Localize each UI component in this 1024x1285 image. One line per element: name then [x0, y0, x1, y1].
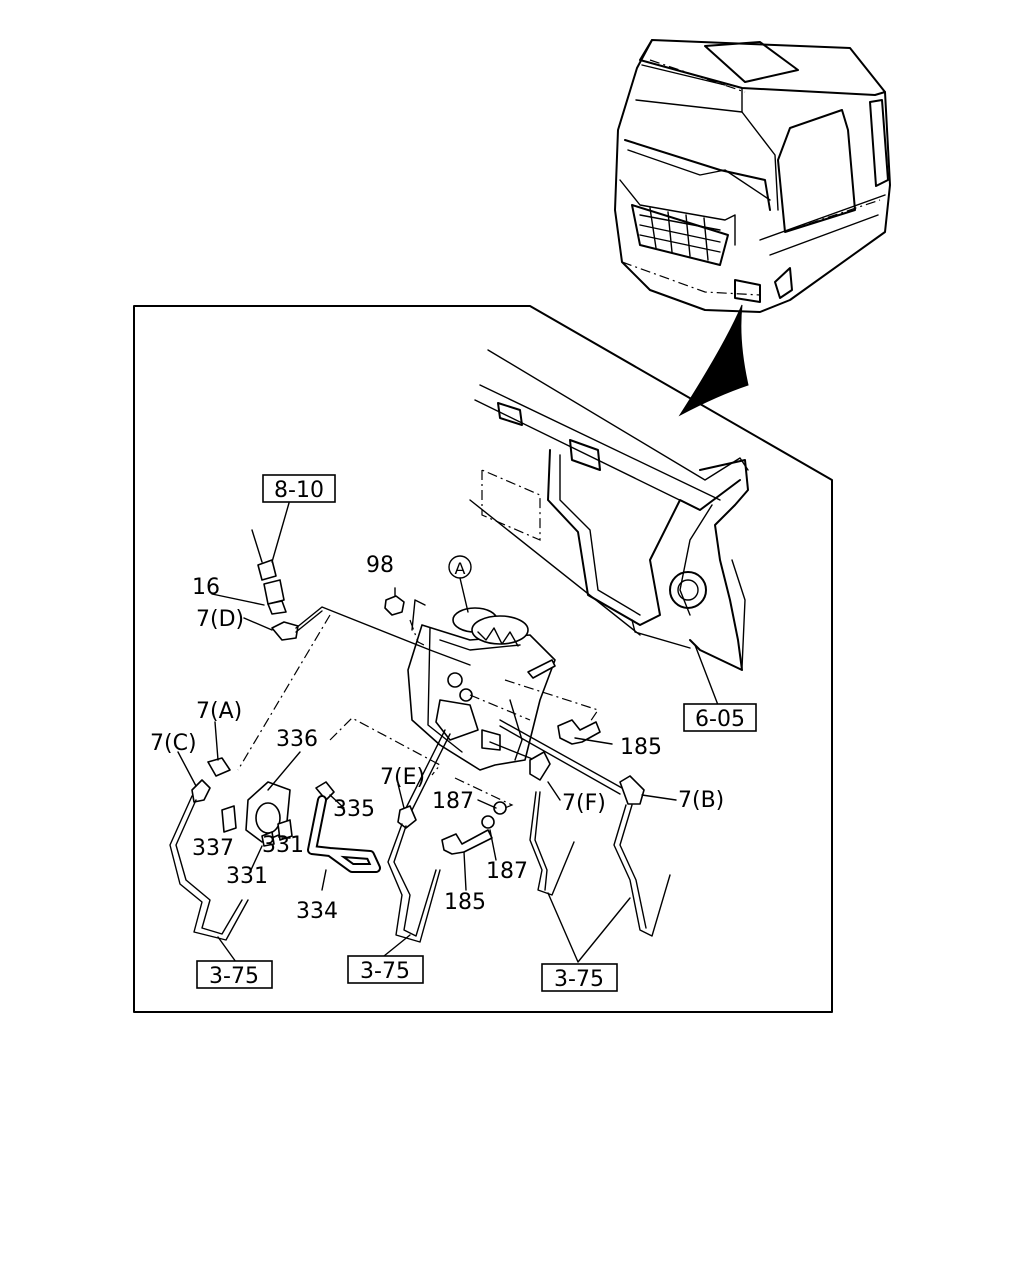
leader-16	[211, 593, 265, 606]
truck-cab-illustration	[614, 39, 891, 313]
washer-187-b	[493, 801, 507, 815]
callout-7b: 7(B)	[678, 788, 724, 813]
callout-98: 98	[366, 553, 394, 578]
callout-7c: 7(C)	[150, 731, 197, 756]
ref-box-8-10	[262, 474, 336, 503]
ref-3-75-a: 3-75	[209, 964, 259, 989]
ref-3-75-c: 3-75	[554, 967, 604, 992]
ref-3-75-b: 3-75	[360, 959, 410, 984]
ref-box-3-75-a	[196, 960, 273, 989]
callout-187-lower: 187	[486, 859, 528, 884]
ref-6-05: 6-05	[695, 707, 745, 732]
view-direction-arrow	[678, 304, 749, 417]
callout-185-upper: 185	[620, 735, 662, 760]
callout-335: 335	[333, 797, 375, 822]
callout-a: A	[455, 559, 466, 578]
detail-frame	[133, 305, 833, 1013]
nut-98	[384, 595, 405, 616]
part-337	[221, 805, 237, 833]
ref-box-6-05	[683, 703, 757, 732]
callout-7a: 7(A)	[196, 699, 242, 724]
hose-334	[307, 795, 381, 873]
callout-187-upper: 187	[432, 789, 474, 814]
leader-8-10	[271, 502, 290, 563]
callout-7e: 7(E)	[380, 765, 425, 790]
ref-box-3-75-c	[541, 963, 618, 992]
ref-box-3-75-b	[347, 955, 424, 984]
fitting-7f	[529, 751, 551, 781]
fitting-7a	[207, 757, 231, 777]
callout-185-lower: 185	[444, 890, 486, 915]
leader-3-75-a	[217, 936, 237, 963]
leader-a	[459, 577, 469, 613]
callout-336: 336	[276, 727, 318, 752]
leader-6-05	[694, 644, 719, 706]
callout-16: 16	[192, 575, 220, 600]
callout-337: 337	[192, 836, 234, 861]
pressure-switch-16	[251, 529, 287, 615]
cowl-panel-structure	[469, 349, 749, 671]
brake-valve-assembly	[407, 599, 556, 771]
cylinder-336	[245, 781, 293, 847]
fitting-7d	[271, 621, 299, 641]
bolt-185-lower	[441, 829, 493, 855]
bolt-185-upper	[557, 719, 601, 745]
callout-7d: 7(D)	[196, 607, 244, 632]
callout-7f: 7(F)	[562, 791, 606, 816]
washer-187-a	[481, 815, 495, 829]
ref-8-10: 8-10	[274, 478, 324, 503]
pipes	[169, 791, 671, 943]
leader-3-75-b	[383, 934, 411, 957]
fitting-7e	[397, 805, 417, 829]
callout-331-left: 331	[226, 864, 268, 889]
callout-331-right: 331	[262, 833, 304, 858]
callout-334: 334	[296, 899, 338, 924]
fitting-7b	[619, 775, 645, 805]
leader-3-75-c	[547, 892, 631, 963]
